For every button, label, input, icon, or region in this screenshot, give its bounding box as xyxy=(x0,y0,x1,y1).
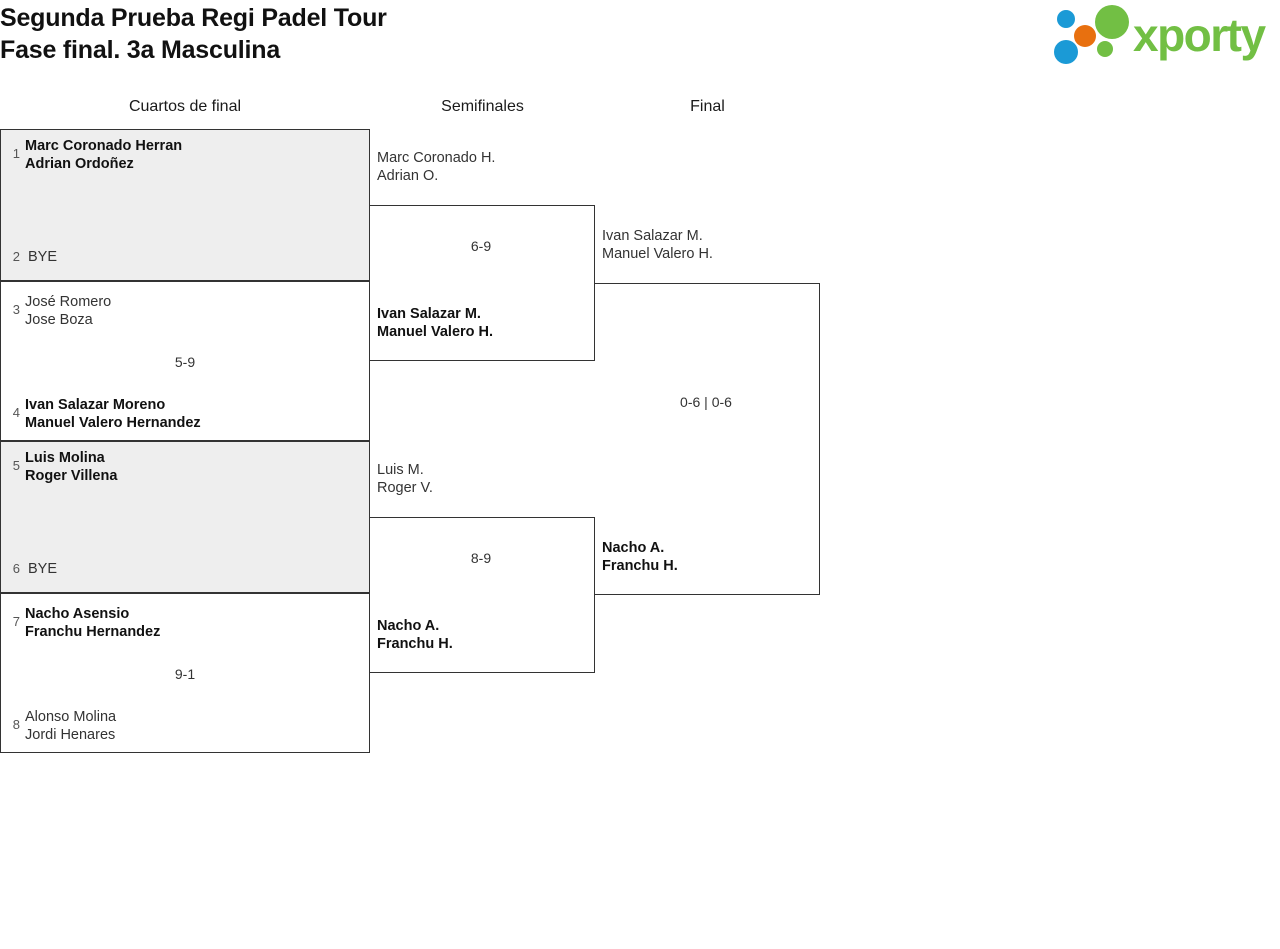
team-name: Marc Coronado H. Adrian O. xyxy=(377,150,496,184)
match-score: 6-9 xyxy=(470,238,492,254)
team-name: Nacho Asensio Franchu Hernandez xyxy=(25,606,161,640)
match-box-qf-3[interactable] xyxy=(0,441,370,593)
team-name: BYE xyxy=(28,561,58,577)
seed-number: 4 xyxy=(12,405,20,420)
team-name: Ivan Salazar M. Manuel Valero H. xyxy=(377,306,494,340)
seed-number: 6 xyxy=(12,561,20,576)
seed-number: 1 xyxy=(12,146,20,161)
match-score: 9-1 xyxy=(174,666,196,682)
xporty-wordmark: xporty xyxy=(1133,9,1266,61)
round-header-quarterfinals: Cuartos de final xyxy=(128,98,242,115)
team-name: José Romero Jose Boza xyxy=(25,294,112,328)
page-title: Segunda Prueba Regi Padel Tour Fase fina… xyxy=(0,2,387,66)
seed-number: 7 xyxy=(12,614,20,629)
team-name: Ivan Salazar M. Manuel Valero H. xyxy=(602,228,713,262)
seed-number: 2 xyxy=(12,249,20,264)
team-name: Ivan Salazar Moreno Manuel Valero Hernan… xyxy=(25,397,201,431)
match-score: 8-9 xyxy=(470,550,492,566)
seed-number: 5 xyxy=(12,458,20,473)
xporty-logo[interactable] xyxy=(1049,5,1275,67)
team-name: Marc Coronado Herran Adrian Ordoñez xyxy=(25,138,183,172)
team-name: Luis M. Roger V. xyxy=(377,462,433,496)
match-box-sf-1[interactable] xyxy=(370,205,595,361)
team-name: Nacho A. Franchu H. xyxy=(377,618,453,652)
match-box-qf-2[interactable] xyxy=(0,281,370,441)
team-name: BYE xyxy=(28,249,58,265)
page-title-line2: Fase final. 3a Masculina xyxy=(0,36,281,64)
seed-number: 3 xyxy=(12,302,20,317)
match-box-qf-4[interactable] xyxy=(0,593,370,753)
match-box-sf-2[interactable] xyxy=(370,517,595,673)
match-score: 0-6 | 0-6 xyxy=(680,394,732,410)
page-title-line1: Segunda Prueba Regi Padel Tour xyxy=(0,4,387,32)
team-name: Alonso Molina Jordi Henares xyxy=(25,709,117,743)
team-name: Luis Molina Roger Villena xyxy=(25,450,118,484)
match-box-final[interactable] xyxy=(595,283,820,595)
seed-number: 8 xyxy=(12,717,20,732)
round-header-semifinals: Semifinales xyxy=(441,98,524,115)
match-score: 5-9 xyxy=(174,354,196,370)
round-header-final: Final xyxy=(690,98,725,115)
team-name: Nacho A. Franchu H. xyxy=(602,540,678,574)
xporty-logo-dots-icon xyxy=(1054,5,1129,64)
match-box-qf-1[interactable] xyxy=(0,129,370,281)
